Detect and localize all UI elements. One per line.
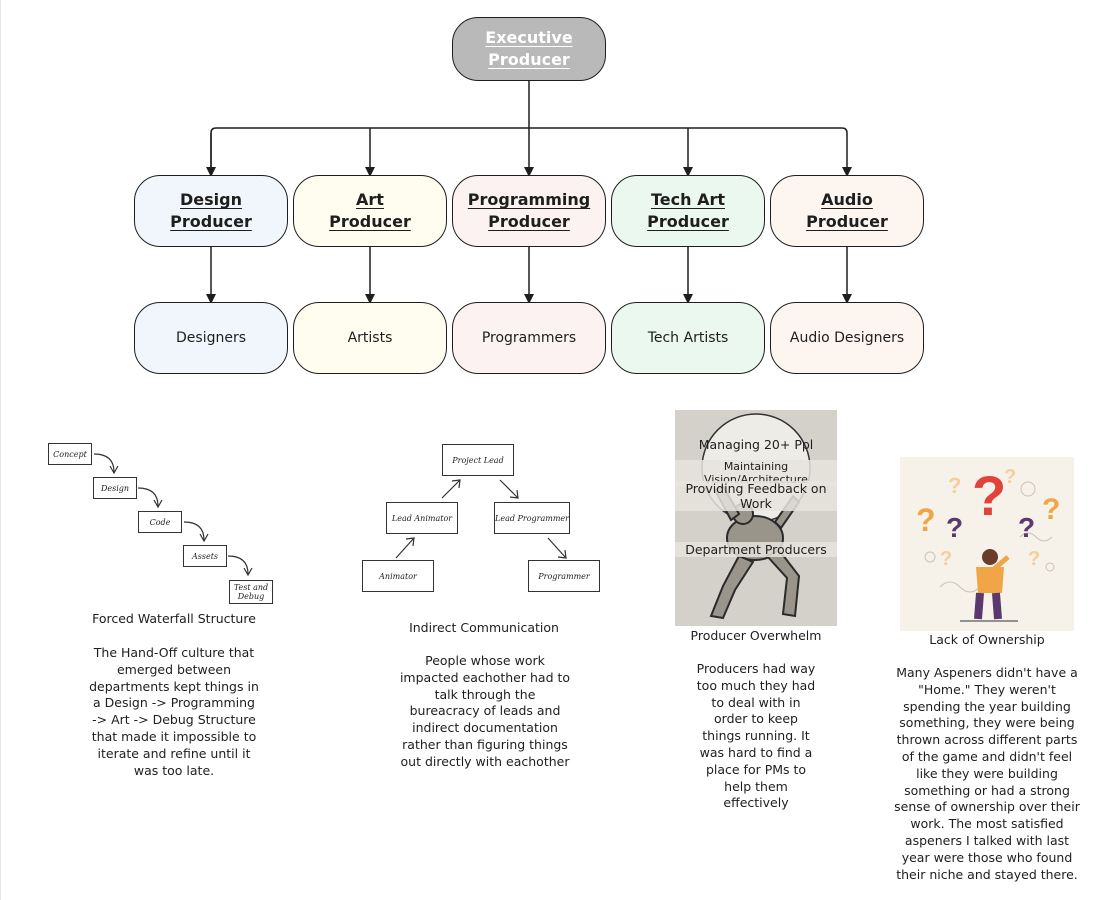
canvas-edge [0,0,1,900]
tech-art-producer-label: Tech Art Producer [647,190,729,231]
svg-text:?: ? [940,548,952,570]
indirect-description: People whose work impacted eachother had… [399,653,571,769]
executive-producer-node[interactable]: Executive Producer [452,17,606,81]
atlas-image: Managing 20+ Ppl Maintaining Vision/Arch… [675,410,837,626]
executive-producer-label: Executive Producer [485,28,573,69]
waterfall-step-concept: Concept [48,443,92,465]
indirect-project-lead: Project Lead [442,444,514,476]
programming-producer-label: Programming Producer [467,190,591,231]
indirect-programmer: Programmer [528,560,600,592]
waterfall-step-code: Code [138,511,182,533]
confused-person-image: ? ? ? ? ? ? ? ? ? [900,457,1074,631]
artists-label: Artists [347,330,393,346]
svg-text:?: ? [972,464,1006,527]
indirect-lead-animator: Lead Animator [386,502,458,534]
waterfall-caption: Forced Waterfall Structure [92,611,256,626]
overwhelm-caption: Producer Overwhelm [690,628,822,643]
programming-producer-node[interactable]: Programming Producer [452,175,606,247]
audio-producer-node[interactable]: Audio Producer [770,175,924,247]
ownership-caption: Lack of Ownership [929,632,1045,647]
waterfall-description: The Hand-Off culture that emerged betwee… [89,645,259,778]
audio-producer-label: Audio Producer [806,190,888,231]
artists-node[interactable]: Artists [293,302,447,374]
designers-label: Designers [176,330,246,346]
question-marks-icon: ? ? ? ? ? ? ? ? ? [900,457,1074,631]
waterfall-step-assets: Assets [183,545,227,567]
svg-text:?: ? [946,512,963,543]
overwhelm-overlay-1: Managing 20+ Ppl [698,437,814,452]
overwhelm-description: Producers had way too much they had to d… [696,661,816,811]
design-producer-label: Design Producer [170,190,252,231]
audio-designers-node[interactable]: Audio Designers [770,302,924,374]
designers-node[interactable]: Designers [134,302,288,374]
ownership-description: Many Aspeners didn't have a "Home." They… [894,665,1080,882]
svg-text:?: ? [948,473,961,498]
indirect-animator: Animator [362,560,434,592]
svg-text:?: ? [1004,466,1016,488]
overwhelm-overlay-4: Department Producers [675,542,837,557]
svg-text:?: ? [1018,512,1035,543]
overwhelm-overlay-3: Providing Feedback on Work [675,481,837,511]
svg-text:?: ? [1042,493,1060,526]
audio-designers-label: Audio Designers [789,330,905,346]
tech-art-producer-node[interactable]: Tech Art Producer [611,175,765,247]
waterfall-step-test: Test and Debug [229,580,273,604]
indirect-lead-programmer: Lead Programmer [494,502,570,534]
design-producer-node[interactable]: Design Producer [134,175,288,247]
tech-artists-node[interactable]: Tech Artists [611,302,765,374]
programmers-label: Programmers [481,330,577,346]
indirect-caption: Indirect Communication [409,620,559,635]
svg-text:?: ? [916,502,936,538]
svg-text:?: ? [1028,548,1040,570]
waterfall-step-design: Design [93,477,137,499]
tech-artists-label: Tech Artists [647,330,729,346]
art-producer-node[interactable]: Art Producer [293,175,447,247]
programmers-node[interactable]: Programmers [452,302,606,374]
art-producer-label: Art Producer [329,190,411,231]
